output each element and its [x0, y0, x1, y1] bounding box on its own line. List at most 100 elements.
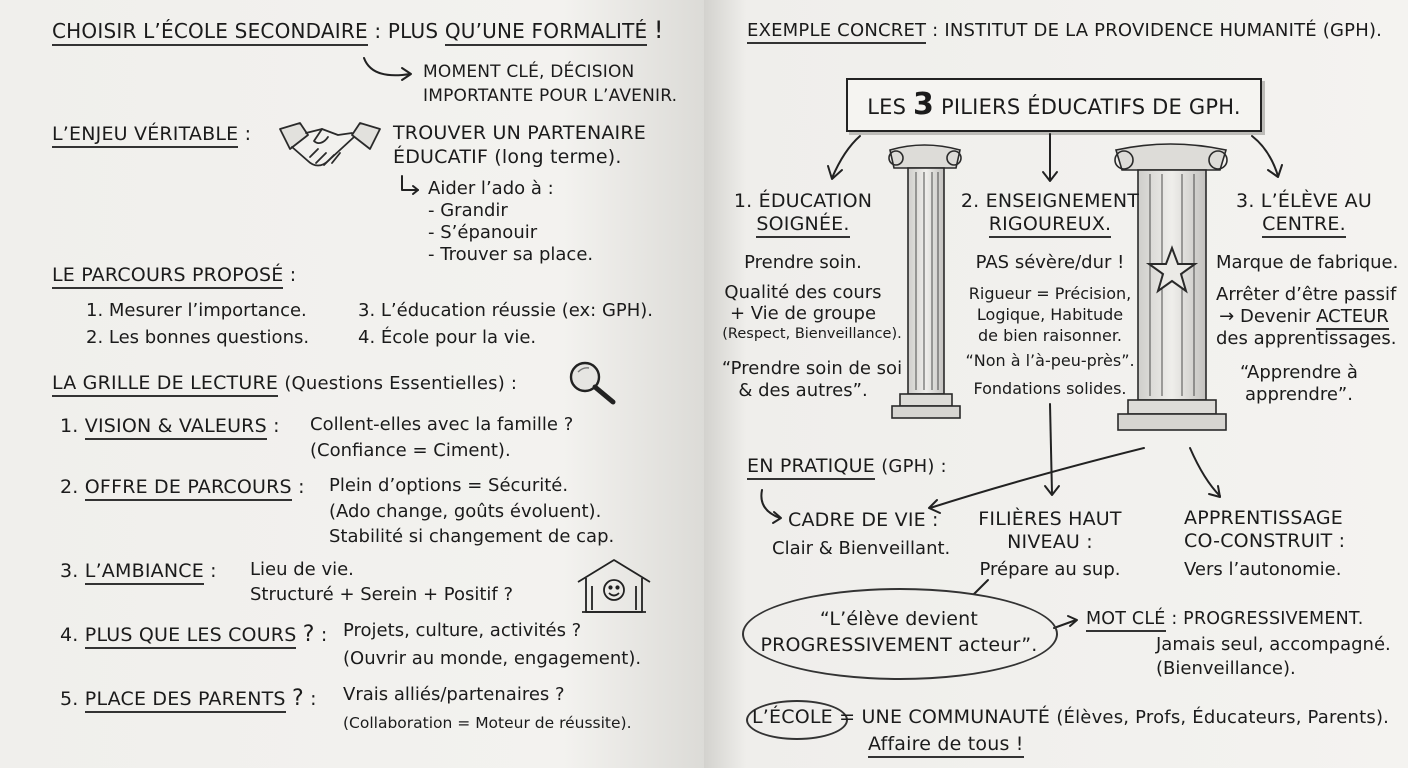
question-colon: : [298, 476, 305, 498]
question-label: OFFRE DE PARCOURS [84, 476, 292, 501]
question-2-line: Plein d’options = Sécurité. [329, 475, 569, 496]
arrow-head [928, 499, 941, 514]
arrow-head [1042, 171, 1058, 182]
left-page: CHOISIR L’ÉCOLE SECONDAIRE : PLUS QU’UNE… [0, 0, 704, 768]
pillar-2-line: de bien raisonner. [977, 326, 1123, 345]
pillar-1-title2: SOIGNÉE. [728, 213, 878, 238]
grille-label: LA GRILLE DE LECTURE [52, 372, 279, 397]
pratique-2-desc: Prépare au sup. [979, 559, 1121, 580]
pratique-3-title2: CO-CONSTRUIT : [1184, 530, 1346, 552]
parcours-heading: LE PARCOURS PROPOSÉ : [52, 264, 297, 289]
pillar-1-line: Prendre soin. [744, 252, 862, 273]
title-part3: QU’UNE FORMALITÉ [444, 19, 648, 46]
motcle-value: : PROGRESSIVEMENT. [1171, 609, 1364, 629]
title-sep: : [374, 19, 382, 43]
arrow-pillar-1 [831, 135, 861, 179]
right-page: EXEMPLE CONCRET : INSTITUT DE LA PROVIDE… [704, 0, 1408, 768]
question-4-line: Projets, culture, activités ? [343, 620, 582, 641]
ecole-affaire: Affaire de tous ! [868, 733, 1024, 758]
question-num: 3. [60, 560, 79, 582]
star-icon [1145, 245, 1199, 294]
enjeu-label: L’ENJEU VÉRITABLE [52, 123, 239, 148]
question-5-line: Vrais alliés/partenaires ? [343, 684, 565, 705]
question-4-line: (Ouvrir au monde, engagement). [343, 648, 642, 669]
arrow-head [1208, 485, 1221, 498]
motcle-line3: (Bienveillance). [1156, 658, 1296, 679]
banner-pre: LES [867, 95, 907, 119]
question-mark: ? [302, 622, 315, 647]
ecole-paren: (Élèves, Profs, Éducateurs, Parents). [1056, 707, 1390, 728]
quote-line2: PROGRESSIVEMENT acteur”. [760, 634, 1038, 656]
arrow-apprentissage [1189, 447, 1221, 497]
ecole-rest: = UNE COMMUNAUTÉ [839, 706, 1051, 728]
question-1-line: Collent-elles avec la famille ? [310, 414, 574, 435]
parcours-item: 3. L’éducation réussie (ex: GPH). [358, 300, 654, 321]
help-item: - Grandir [428, 200, 508, 221]
grille-heading: LA GRILLE DE LECTURE (Questions Essentie… [52, 372, 517, 397]
right-header: EXEMPLE CONCRET : INSTITUT DE LA PROVIDE… [747, 20, 1383, 44]
question-label: L’AMBIANCE [84, 560, 204, 585]
handshake-icon [278, 115, 382, 175]
arrow-help [401, 175, 419, 191]
quote-bubble [742, 588, 1058, 680]
pratique-3-title1: APPRENTISSAGE [1184, 507, 1344, 529]
pillar-2-title2: RIGOUREUX. [958, 213, 1142, 238]
arrow-cadre [929, 447, 1145, 509]
parcours-item: 1. Mesurer l’importance. [86, 300, 307, 321]
pillar-1-title2-text: SOIGNÉE. [756, 213, 850, 238]
question-colon: : [210, 560, 217, 582]
banner-post: PILIERS ÉDUCATIFS DE GPH. [941, 95, 1241, 119]
pillar-1-line: Qualité des cours [724, 282, 882, 303]
enjeu-line2: ÉDUCATIF (long terme). [393, 146, 622, 168]
pillar-column-right [1114, 143, 1228, 431]
help-item: - Trouver sa place. [428, 244, 594, 265]
question-label: PLACE DES PARENTS [84, 688, 286, 713]
quote-line1: “L’élève devient [819, 608, 979, 630]
pillar-3-line: apprendre”. [1245, 384, 1353, 405]
parcours-item: 2. Les bonnes questions. [86, 327, 310, 348]
left-title: CHOISIR L’ÉCOLE SECONDAIRE : PLUS QU’UNE… [52, 16, 664, 46]
header-label: EXEMPLE CONCRET [747, 20, 927, 44]
arrow-head [1267, 164, 1283, 178]
question-4-heading: 4. PLUS QUE LES COURS ? : [60, 622, 328, 649]
help-item: - S’épanouir [428, 222, 538, 243]
arrow-head [1067, 615, 1078, 627]
pillar-1-line: + Vie de groupe [729, 303, 877, 324]
enjeu-heading: L’ENJEU VÉRITABLE : [52, 123, 251, 148]
pillar-2-line: Fondations solides. [973, 379, 1127, 398]
pratique-1-desc: Clair & Bienveillant. [772, 538, 951, 559]
arrow-moment [363, 57, 411, 77]
question-label: PLUS QUE LES COURS [84, 624, 297, 649]
arrow-motcle [1053, 619, 1077, 629]
ecole-circle [746, 700, 848, 740]
school-house-icon [574, 556, 654, 616]
question-5-heading: 5. PLACE DES PARENTS ? : [60, 686, 317, 713]
arrow-help-head [412, 185, 419, 195]
pillar-3-line-acteur: → Devenir ACTEUR [1216, 306, 1392, 330]
arrow-head [1044, 485, 1060, 496]
title-exclam: ! [653, 16, 664, 44]
question-3-heading: 3. L’AMBIANCE : [60, 560, 217, 585]
pratique-2-title2: NIVEAU : [1007, 531, 1093, 553]
arrow-filieres [1049, 403, 1053, 495]
question-colon: : [320, 624, 328, 646]
help-intro: Aider l’ado à : [428, 178, 554, 199]
question-colon: : [273, 415, 280, 437]
pratique-paren: (GPH) : [881, 456, 947, 477]
enjeu-line1: TROUVER UN PARTENAIRE [393, 122, 646, 144]
arrow-pratique [760, 489, 781, 519]
parcours-colon: : [289, 264, 297, 286]
left-arrows [363, 57, 419, 195]
pillar-2-title2-text: RIGOUREUX. [988, 213, 1112, 238]
header-rest: INSTITUT DE LA PROVIDENCE HUMANITÉ (GPH)… [944, 20, 1383, 41]
arrow-pillar-3 [1251, 135, 1279, 177]
question-1-heading: 1. VISION & VALEURS : [60, 415, 280, 440]
ecole-line2: Affaire de tous ! [868, 733, 1024, 758]
pratique-2-title1: FILIÈRES HAUT [978, 508, 1122, 530]
pillar-3-line: des apprentissages. [1216, 328, 1397, 349]
pillar-3-line: Marque de fabrique. [1216, 252, 1399, 273]
pillars-banner [846, 78, 1262, 132]
question-5-line: (Collaboration = Moteur de réussite). [343, 714, 632, 732]
pillar-3-line: Arrêter d’être passif [1216, 284, 1397, 305]
